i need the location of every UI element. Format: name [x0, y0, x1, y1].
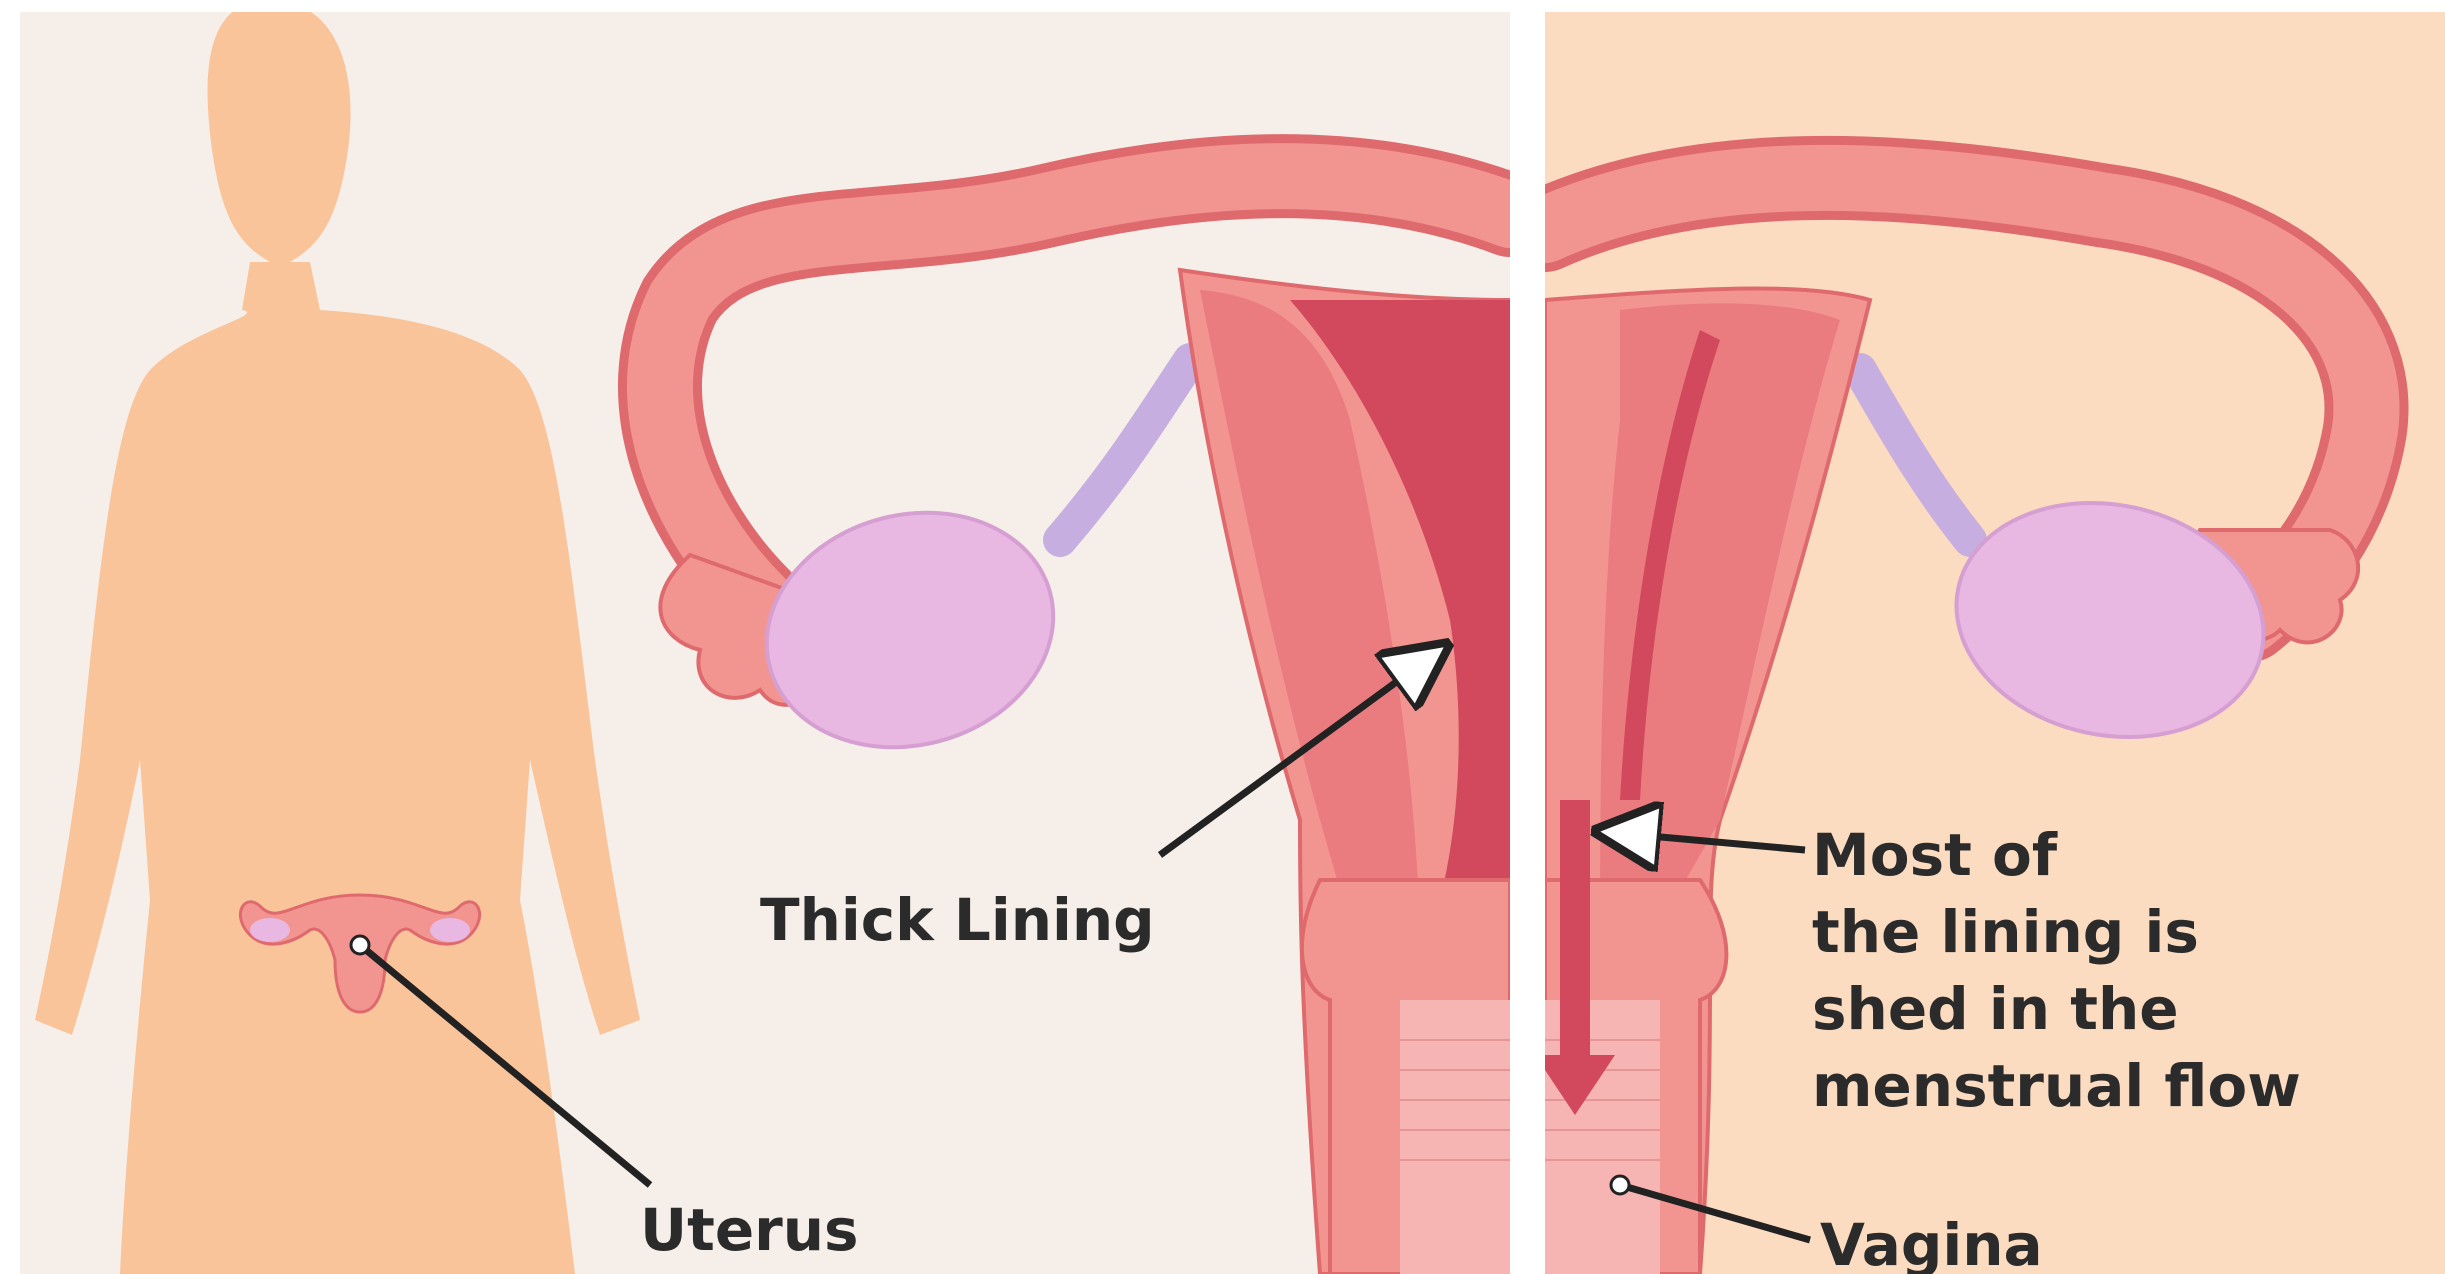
label-vagina: Vagina [1820, 1211, 2043, 1274]
label-shed-line-2: the lining is [1812, 898, 2199, 966]
label-shed-line-1: Most of [1812, 821, 2058, 889]
label-uterus: Uterus [640, 1196, 859, 1264]
label-shed-line-3: shed in the [1812, 975, 2179, 1043]
panel-divider [1510, 0, 1545, 1274]
label-shed-line-4: menstrual flow [1812, 1052, 2301, 1120]
label-thick-lining: Thick Lining [760, 886, 1155, 954]
